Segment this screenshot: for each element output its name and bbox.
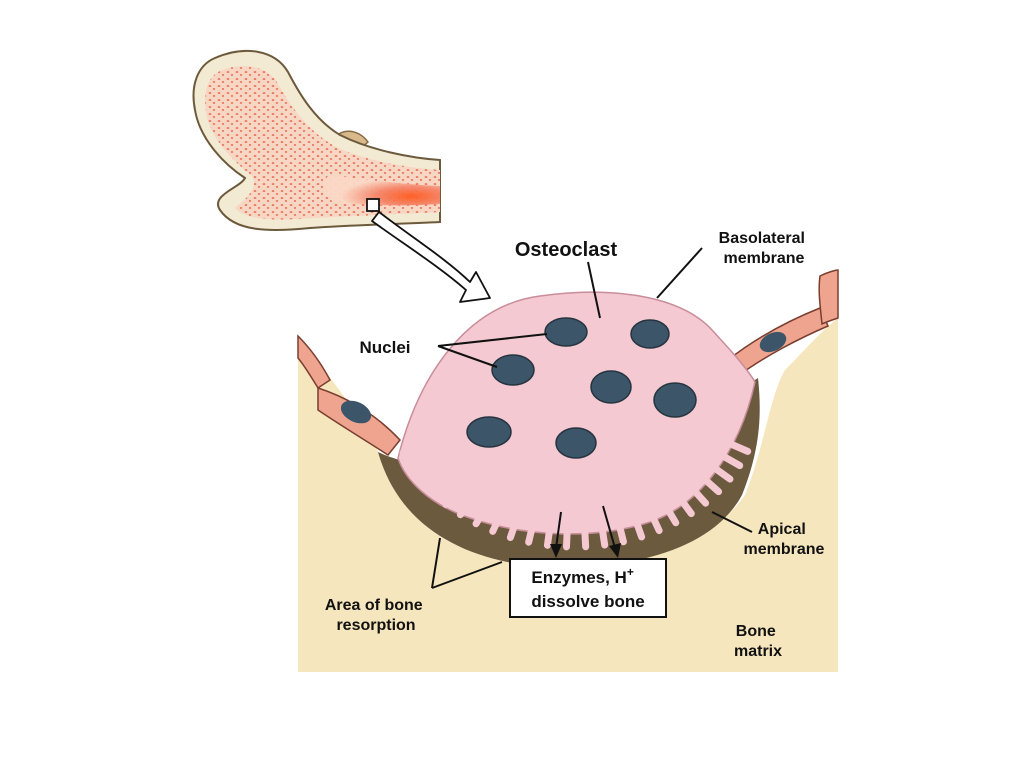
nuclei-label: Nuclei	[359, 338, 410, 357]
nucleus	[653, 382, 697, 418]
enzymes-superscript: +	[627, 565, 634, 579]
ruffled-border	[399, 429, 752, 551]
apical-membrane-label: Apical membrane	[744, 521, 825, 558]
apical-leader	[711, 511, 753, 533]
area-of-bone-resorption-label: Area of bone resorption	[325, 597, 427, 634]
zoom-arrow	[371, 211, 491, 303]
villus	[634, 482, 663, 535]
villus	[442, 464, 482, 508]
bone-lining-cells-left	[297, 334, 401, 457]
femur-illustration	[192, 49, 441, 232]
enzymes-box	[509, 558, 667, 618]
bone-lining-cells-right	[727, 269, 839, 378]
villus	[562, 493, 573, 551]
villus	[472, 477, 505, 528]
resorption-pit	[378, 378, 760, 568]
villus	[525, 490, 544, 546]
magnified-region-box	[366, 198, 380, 212]
villus	[506, 487, 530, 542]
villus	[701, 429, 752, 455]
basolateral-membrane-label: Basolateral membrane	[719, 230, 810, 267]
villus	[579, 493, 590, 551]
leader-lines	[431, 247, 753, 589]
osteoclast-nuclei	[466, 317, 697, 459]
nucleus	[466, 416, 512, 448]
resorption-leader-2	[431, 561, 503, 589]
villus	[417, 448, 463, 485]
villus	[695, 438, 744, 470]
osteoclast-label: Osteoclast	[515, 239, 618, 261]
lining-cell-nucleus	[759, 331, 787, 353]
villus	[399, 430, 450, 457]
basolateral-leader	[656, 247, 703, 299]
enzymes-text: Enzymes, H	[531, 568, 626, 587]
nuclei-leader-1	[437, 333, 548, 347]
villus	[407, 439, 456, 471]
osteoclast-leader	[587, 261, 601, 319]
nucleus	[555, 427, 597, 459]
villus	[489, 482, 517, 535]
nucleus	[590, 370, 632, 404]
enzymes-label: Enzymes, H+ dissolve bone	[531, 561, 644, 611]
nucleus	[544, 317, 588, 347]
nucleus	[630, 319, 670, 349]
lining-cell-nucleus	[340, 400, 372, 424]
villus	[607, 489, 627, 546]
villus	[679, 456, 723, 496]
villus	[688, 447, 734, 483]
villus	[543, 492, 558, 549]
villus	[647, 477, 680, 527]
bone-matrix-label: Bone matrix	[734, 623, 782, 660]
villus	[659, 471, 695, 518]
villus	[621, 486, 646, 541]
nucleus	[491, 354, 535, 386]
nuclei-leader-2	[437, 345, 498, 368]
villus	[669, 464, 710, 507]
villus	[456, 471, 493, 519]
villus	[593, 492, 609, 549]
resorption-leader-1	[431, 537, 441, 589]
secretion-arrows	[550, 505, 621, 558]
villus	[429, 457, 472, 497]
